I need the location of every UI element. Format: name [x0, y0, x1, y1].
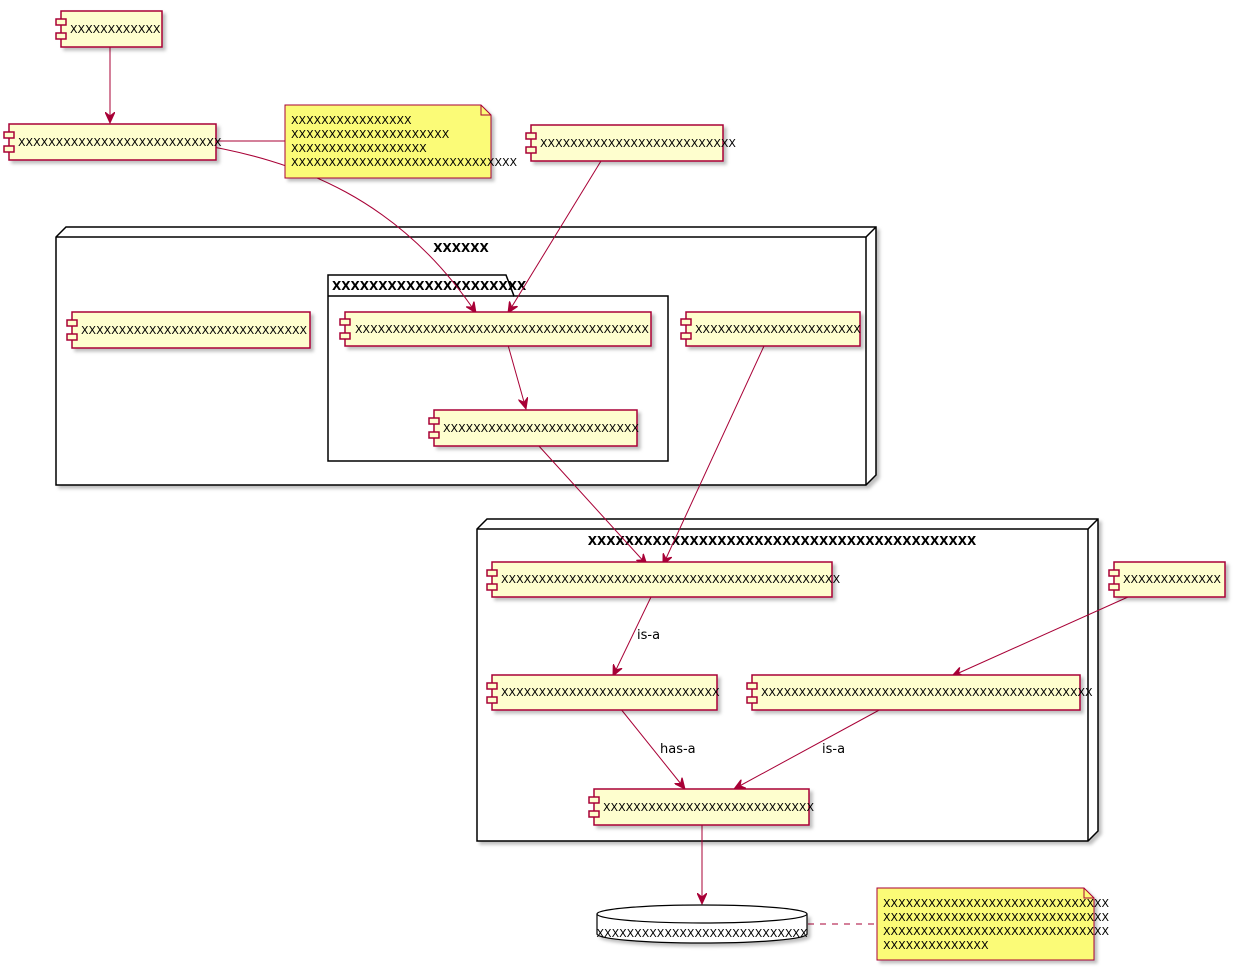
edge-label-is-a-2: is-a — [822, 742, 845, 757]
edge-c8-c10 — [613, 596, 652, 676]
component-c10-label: XXXXXXXXXXXXXXXXXXXXXXXXXXXXX — [501, 686, 720, 699]
component-c9-label: XXXXXXXXXXXXX — [1123, 573, 1221, 586]
note-2: XXXXXXXXXXXXXXXXXXXXXXXXXXXXXX XXXXXXXXX… — [876, 887, 1110, 961]
edge-c11-c12 — [734, 707, 884, 789]
component-c6-label: XXXXXXXXXXXXXXXXXXXXXX — [695, 323, 861, 336]
note-1-line-2: XXXXXXXXXXXXXXXXXXXXX — [291, 128, 450, 141]
component-c12-label: XXXXXXXXXXXXXXXXXXXXXXXXXXXX — [603, 801, 814, 814]
edge-c5-c7 — [507, 344, 526, 409]
edge-c10-c12 — [619, 707, 685, 789]
edge-c9-c11 — [952, 596, 1129, 676]
component-c3: XXXXXXXXXXXXXXXXXXXXXXXXXX — [525, 124, 736, 162]
note-2-line-1: XXXXXXXXXXXXXXXXXXXXXXXXXXXXXX — [883, 897, 1110, 910]
edge-c7-c8 — [537, 444, 647, 565]
note-1-line-1: XXXXXXXXXXXXXXXX — [291, 114, 412, 127]
component-c5-label: XXXXXXXXXXXXXXXXXXXXXXXXXXXXXXXXXXXXXXX — [355, 323, 649, 336]
component-c7: XXXXXXXXXXXXXXXXXXXXXXXXXX — [428, 409, 639, 447]
node-bottom-title: XXXXXXXXXXXXXXXXXXXXXXXXXXXXXXXXXXXXXXXX… — [588, 534, 977, 548]
database: XXXXXXXXXXXXXXXXXXXXXXXXXXXX — [596, 904, 808, 944]
database-label: XXXXXXXXXXXXXXXXXXXXXXXXXXXX — [597, 927, 808, 940]
folder-title: XXXXXXXXXXXXXXXXXXXXX — [332, 279, 527, 293]
component-c4-label: XXXXXXXXXXXXXXXXXXXXXXXXXXXXXX — [81, 324, 308, 337]
edge-c3-c5 — [508, 142, 613, 313]
note-1-line-3: XXXXXXXXXXXXXXXXXX — [291, 142, 427, 155]
component-c8: XXXXXXXXXXXXXXXXXXXXXXXXXXXXXXXXXXXXXXXX… — [486, 561, 841, 598]
component-c5: XXXXXXXXXXXXXXXXXXXXXXXXXXXXXXXXXXXXXXX — [339, 311, 652, 347]
component-c2-label: XXXXXXXXXXXXXXXXXXXXXXXXXXX — [18, 136, 222, 149]
component-c9: XXXXXXXXXXXXX — [1108, 561, 1226, 598]
component-c4: XXXXXXXXXXXXXXXXXXXXXXXXXXXXXX — [66, 311, 311, 349]
component-c7-label: XXXXXXXXXXXXXXXXXXXXXXXXXX — [443, 422, 639, 435]
component-c12: XXXXXXXXXXXXXXXXXXXXXXXXXXXX — [588, 788, 814, 826]
component-c3-label: XXXXXXXXXXXXXXXXXXXXXXXXXX — [540, 137, 736, 150]
note-1: XXXXXXXXXXXXXXXX XXXXXXXXXXXXXXXXXXXXX X… — [284, 104, 518, 179]
note-2-line-4: XXXXXXXXXXXXXX — [883, 939, 989, 952]
note-2-line-3: XXXXXXXXXXXXXXXXXXXXXXXXXXXXXX — [883, 925, 1110, 938]
component-c6: XXXXXXXXXXXXXXXXXXXXXX — [680, 311, 861, 347]
component-c10: XXXXXXXXXXXXXXXXXXXXXXXXXXXXX — [486, 674, 720, 711]
component-c11-label: XXXXXXXXXXXXXXXXXXXXXXXXXXXXXXXXXXXXXXXX… — [761, 686, 1093, 699]
edges — [110, 47, 1129, 925]
edge-label-is-a-1: is-a — [637, 628, 660, 643]
component-c11: XXXXXXXXXXXXXXXXXXXXXXXXXXXXXXXXXXXXXXXX… — [746, 674, 1093, 711]
edge-label-has-a: has-a — [660, 742, 696, 757]
edge-c2-c5 — [189, 142, 476, 313]
component-c8-label: XXXXXXXXXXXXXXXXXXXXXXXXXXXXXXXXXXXXXXXX… — [501, 573, 841, 586]
edge-c6-c8 — [663, 345, 765, 565]
note-2-line-2: XXXXXXXXXXXXXXXXXXXXXXXXXXXXXX — [883, 911, 1110, 924]
component-c1: XXXXXXXXXXXX — [55, 10, 163, 48]
node-top-title: XXXXXX — [433, 241, 489, 255]
component-c2: XXXXXXXXXXXXXXXXXXXXXXXXXXX — [3, 123, 222, 161]
component-c1-label: XXXXXXXXXXXX — [70, 23, 161, 36]
note-1-line-4: XXXXXXXXXXXXXXXXXXXXXXXXXXXXXX — [291, 156, 518, 169]
